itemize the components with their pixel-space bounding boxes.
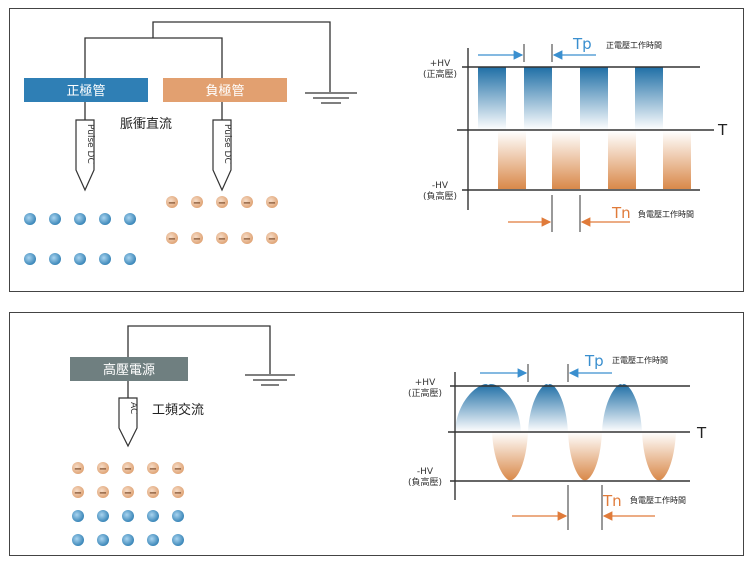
top-tn-marker xyxy=(508,195,630,232)
svg-text:−: − xyxy=(193,198,201,209)
positive-source-box xyxy=(24,78,148,102)
bottom-probe-label: AC xyxy=(128,402,138,414)
svg-text:−: − xyxy=(124,464,132,475)
svg-text:−: − xyxy=(74,488,82,499)
top-tp-label: Tp xyxy=(572,35,592,53)
svg-text:−: − xyxy=(174,464,182,475)
bottom-probe xyxy=(118,397,138,448)
svg-text:−: − xyxy=(218,234,226,245)
svg-text:−: − xyxy=(168,234,176,245)
bottom-tn-note: 負電壓工作時間 xyxy=(630,495,686,505)
top-positive-level-1: +HV xyxy=(430,59,451,69)
top-positive-ions xyxy=(24,213,136,265)
top-axis-label: T xyxy=(717,121,728,139)
bottom-positive-level-2: (正高壓) xyxy=(408,387,442,399)
svg-text:−: − xyxy=(218,198,226,209)
top-tp-note: 正電壓工作時間 xyxy=(606,40,662,50)
svg-text:−: − xyxy=(124,488,132,499)
bottom-ac-waveform xyxy=(455,384,676,481)
svg-text:−: − xyxy=(174,488,182,499)
top-pulse-waveform xyxy=(478,67,691,189)
svg-text:−: − xyxy=(149,464,157,475)
bottom-wiring xyxy=(127,325,295,398)
negative-source-box xyxy=(163,78,287,102)
top-probe-positive-label: Pulse DC xyxy=(85,124,95,164)
svg-text:−: − xyxy=(74,464,82,475)
hv-source-box xyxy=(70,357,188,381)
top-negative-level-2: (負高壓) xyxy=(423,190,457,202)
top-negative-level-1: -HV xyxy=(432,181,449,191)
bottom-negative-ions xyxy=(72,462,184,498)
top-probe-negative-label: Pulse DC xyxy=(222,124,232,164)
top-tn-label: Tn xyxy=(611,204,631,222)
svg-text:−: − xyxy=(99,488,107,499)
top-probe-negative xyxy=(212,119,232,192)
svg-text:−: − xyxy=(99,464,107,475)
bottom-positive-level-1: +HV xyxy=(415,378,436,388)
top-tp-marker xyxy=(478,44,596,62)
top-axes xyxy=(457,48,714,210)
svg-text:−: − xyxy=(268,234,276,245)
top-mode-label: 脈衝直流 xyxy=(120,117,172,132)
bottom-negative-ion-signs: − − − − − − − − − − xyxy=(74,464,182,499)
svg-text:−: − xyxy=(243,198,251,209)
hv-source-label: 高壓電源 xyxy=(103,362,155,378)
svg-text:−: − xyxy=(193,234,201,245)
bottom-mode-label: 工頻交流 xyxy=(152,402,204,418)
bottom-positive-ions xyxy=(72,510,184,546)
positive-source-label: 正極管 xyxy=(66,83,105,99)
negative-source-label: 負極管 xyxy=(205,83,244,99)
top-probe-positive xyxy=(75,119,95,192)
svg-text:−: − xyxy=(149,488,157,499)
bottom-tn-marker xyxy=(512,485,655,530)
top-tn-note: 負電壓工作時間 xyxy=(638,209,694,219)
top-negative-ion-signs: − − − − − − − − − − xyxy=(168,198,276,245)
bottom-negative-level-2: (負高壓) xyxy=(408,476,442,488)
svg-text:−: − xyxy=(268,198,276,209)
top-wiring xyxy=(84,21,357,120)
bottom-axes xyxy=(448,372,690,500)
svg-text:−: − xyxy=(168,198,176,209)
bottom-tn-label: Tn xyxy=(602,492,622,510)
bottom-tp-note: 正電壓工作時間 xyxy=(612,355,668,365)
bottom-tp-marker xyxy=(480,364,612,382)
bottom-negative-level-1: -HV xyxy=(417,467,434,477)
top-positive-level-2: (正高壓) xyxy=(423,68,457,80)
bottom-axis-label: T xyxy=(696,424,707,442)
svg-text:−: − xyxy=(243,234,251,245)
bottom-tp-label: Tp xyxy=(584,352,604,370)
top-negative-ions xyxy=(166,196,278,244)
